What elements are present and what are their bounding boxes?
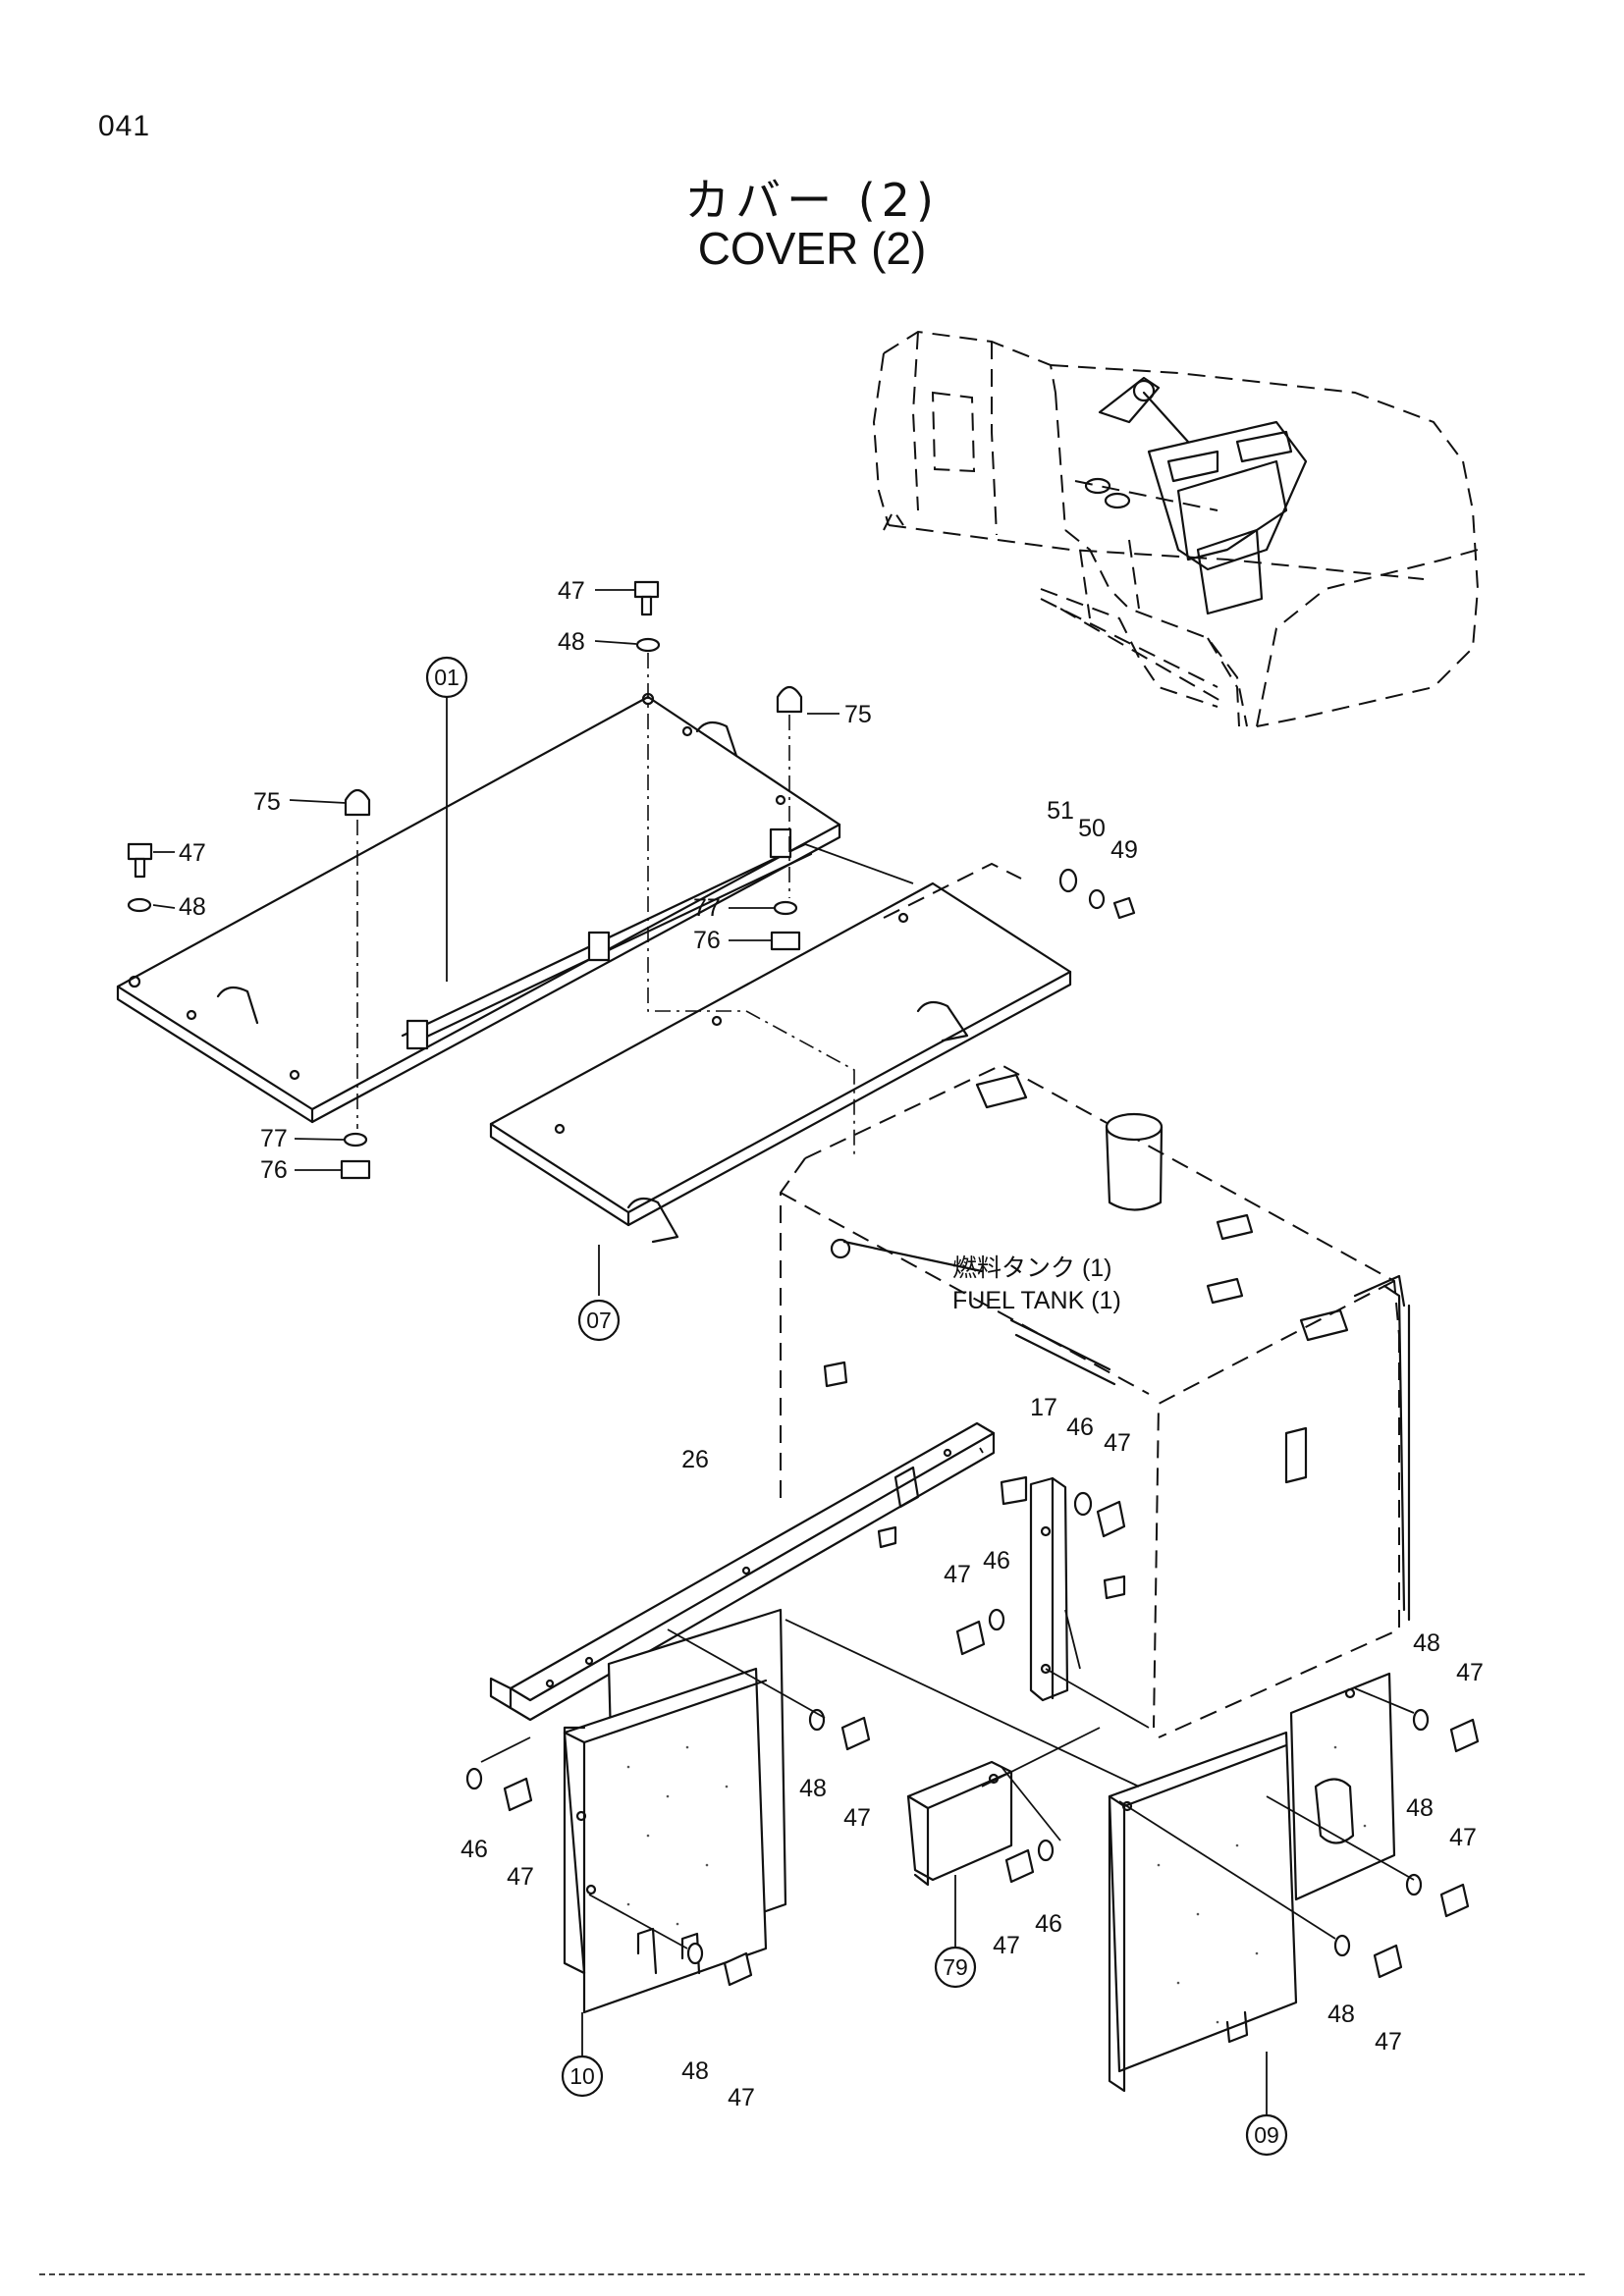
callout-07: 07 [577, 1299, 621, 1342]
label-48: 48 [1413, 1629, 1440, 1657]
title-japanese: カバー (2) [684, 174, 940, 227]
label-47: 47 [728, 2084, 755, 2111]
label-47: 47 [507, 1863, 534, 1891]
label-50: 50 [1078, 815, 1106, 842]
label-75: 75 [253, 788, 281, 816]
cover-01-plate [116, 692, 841, 1124]
cover-10-plates [563, 1608, 787, 2014]
label-47: 47 [944, 1561, 971, 1588]
label-17: 17 [1030, 1394, 1057, 1421]
part-79-bracket [906, 1760, 1013, 1887]
label-leaders [152, 589, 984, 1454]
callout-10: 10 [561, 2012, 604, 2098]
cover-09-plates [1108, 1672, 1396, 2093]
label-46: 46 [983, 1547, 1010, 1575]
label-47: 47 [1456, 1659, 1484, 1686]
callout-79: 79 [934, 1875, 977, 1989]
label-48: 48 [179, 893, 206, 921]
label-48: 48 [1327, 2001, 1355, 2028]
label-46: 46 [1066, 1414, 1094, 1441]
label-48: 48 [558, 628, 585, 656]
callout-10-text: 10 [569, 2063, 595, 2089]
callout-09-text: 09 [1254, 2122, 1279, 2148]
callout-79-text: 79 [943, 1954, 968, 1980]
label-47: 47 [843, 1804, 871, 1832]
label-48: 48 [1406, 1794, 1434, 1822]
label-77: 77 [693, 894, 721, 922]
cover-texture-dots [626, 1745, 1367, 2024]
part-26-rail [489, 1421, 996, 1722]
label-47: 47 [993, 1932, 1020, 1959]
footer-rule [39, 2273, 1585, 2275]
label-76: 76 [260, 1156, 288, 1184]
title-english: COVER (2) [697, 223, 927, 274]
label-48: 48 [681, 2057, 709, 2085]
label-47: 47 [1375, 2028, 1402, 2056]
fasteners [127, 580, 1480, 1987]
assembly-lines [356, 653, 1415, 1949]
label-77: 77 [260, 1125, 288, 1152]
fuel-tank-label-jp: 燃料タンク (1) [952, 1255, 1112, 1282]
label-49: 49 [1110, 836, 1138, 864]
label-51: 51 [1047, 797, 1074, 825]
callout-09: 09 [1245, 2052, 1288, 2157]
callout-01-text: 01 [434, 665, 460, 690]
part-number-labels: 47 48 75 75 47 48 77 76 77 76 51 50 49 1… [179, 577, 1484, 2111]
label-47: 47 [1449, 1824, 1477, 1851]
cover-07-plate [489, 862, 1072, 1244]
label-76: 76 [693, 927, 721, 954]
label-46: 46 [460, 1836, 488, 1863]
label-47: 47 [1104, 1429, 1131, 1457]
callout-01: 01 [425, 656, 468, 699]
label-75: 75 [844, 701, 872, 728]
label-46: 46 [1035, 1910, 1062, 1938]
label-48: 48 [799, 1775, 827, 1802]
label-47: 47 [558, 577, 585, 605]
machine-overview-illustration [872, 330, 1480, 727]
part-17-bracket [1029, 1476, 1069, 1702]
label-26: 26 [681, 1446, 709, 1473]
label-47: 47 [179, 839, 206, 867]
fuel-tank-outline [780, 1063, 1411, 1738]
page-number: 041 [98, 110, 151, 142]
fuel-tank-label-en: FUEL TANK (1) [952, 1287, 1121, 1314]
callout-07-text: 07 [586, 1308, 612, 1333]
